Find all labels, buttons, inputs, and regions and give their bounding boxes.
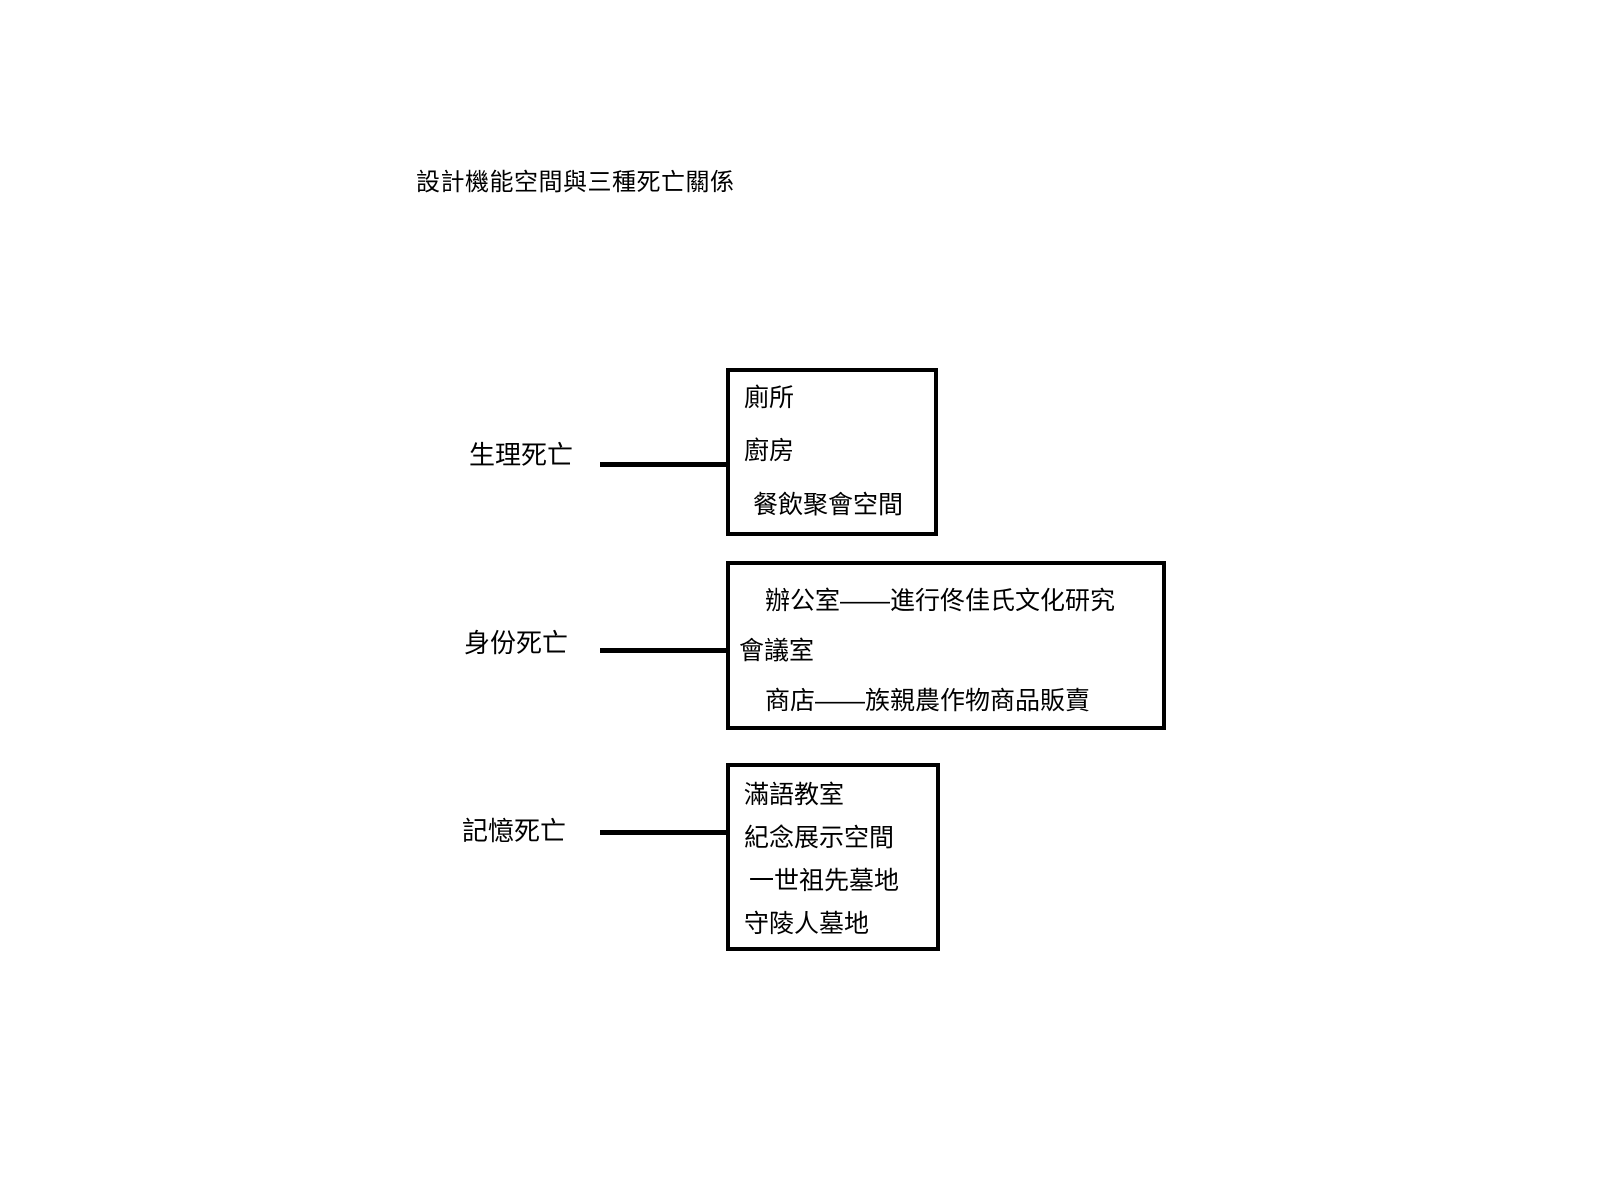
box-item-toilet: 廁所: [744, 384, 795, 413]
box-item-meeting-room: 會議室: [739, 637, 815, 665]
box-memory-spaces: 滿語教室 紀念展示空間 一世祖先墓地 守陵人墓地: [726, 763, 940, 951]
connector-line-identity: [600, 648, 732, 653]
box-item-tomb-keeper-cemetery: 守陵人墓地: [744, 910, 870, 938]
box-item-first-ancestor-cemetery: 一世祖先墓地: [749, 867, 900, 895]
connector-line-physiological: [600, 462, 732, 467]
box-item-shop-crops-sale: 商店——族親農作物商品販賣: [765, 686, 1091, 715]
box-item-dining-gathering-space: 餐飲聚會空間: [753, 490, 904, 519]
box-item-memorial-exhibit-space: 紀念展示空間: [744, 824, 895, 852]
label-physiological-death: 生理死亡: [469, 440, 574, 470]
label-memory-death: 記憶死亡: [462, 816, 567, 846]
label-identity-death: 身份死亡: [464, 628, 569, 658]
box-identity-spaces: 辦公室——進行佟佳氏文化研究 會議室 商店——族親農作物商品販賣: [726, 561, 1166, 730]
box-physiological-spaces: 廁所 廚房 餐飲聚會空間: [726, 368, 938, 536]
connector-line-memory: [600, 830, 732, 835]
box-item-manchu-classroom: 滿語教室: [744, 781, 845, 809]
box-item-office-culture-research: 辦公室——進行佟佳氏文化研究: [765, 587, 1116, 616]
diagram-title: 設計機能空間與三種死亡關係: [416, 169, 735, 196]
box-item-kitchen: 廚房: [744, 437, 795, 466]
